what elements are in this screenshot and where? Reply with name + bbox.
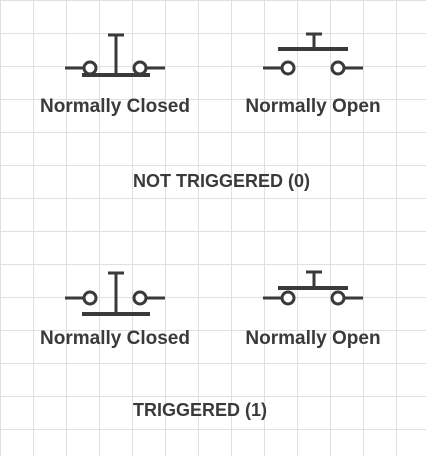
switch-symbol-normally-open-not-triggered — [263, 32, 363, 76]
contact-left — [280, 60, 296, 76]
switch-label-normally-closed-not-triggered: Normally Closed — [40, 96, 190, 117]
switch-label-normally-open-triggered: Normally Open — [245, 328, 381, 349]
contact-left — [82, 290, 98, 306]
switch-symbol-normally-closed-not-triggered — [65, 33, 165, 77]
contact-left — [82, 60, 98, 76]
contact-right — [330, 60, 346, 76]
contact-right — [132, 60, 148, 76]
contact-left — [280, 290, 296, 306]
switch-label-normally-open-not-triggered: Normally Open — [245, 96, 381, 117]
contact-right — [132, 290, 148, 306]
switch-label-normally-closed-triggered: Normally Closed — [40, 328, 190, 349]
state-label-not-triggered: NOT TRIGGERED (0) — [133, 171, 311, 191]
state-label-triggered: TRIGGERED (1) — [133, 400, 268, 420]
switch-symbol-normally-open-triggered — [263, 270, 363, 306]
contact-right — [330, 290, 346, 306]
switch-symbol-normally-closed-triggered — [65, 271, 165, 316]
